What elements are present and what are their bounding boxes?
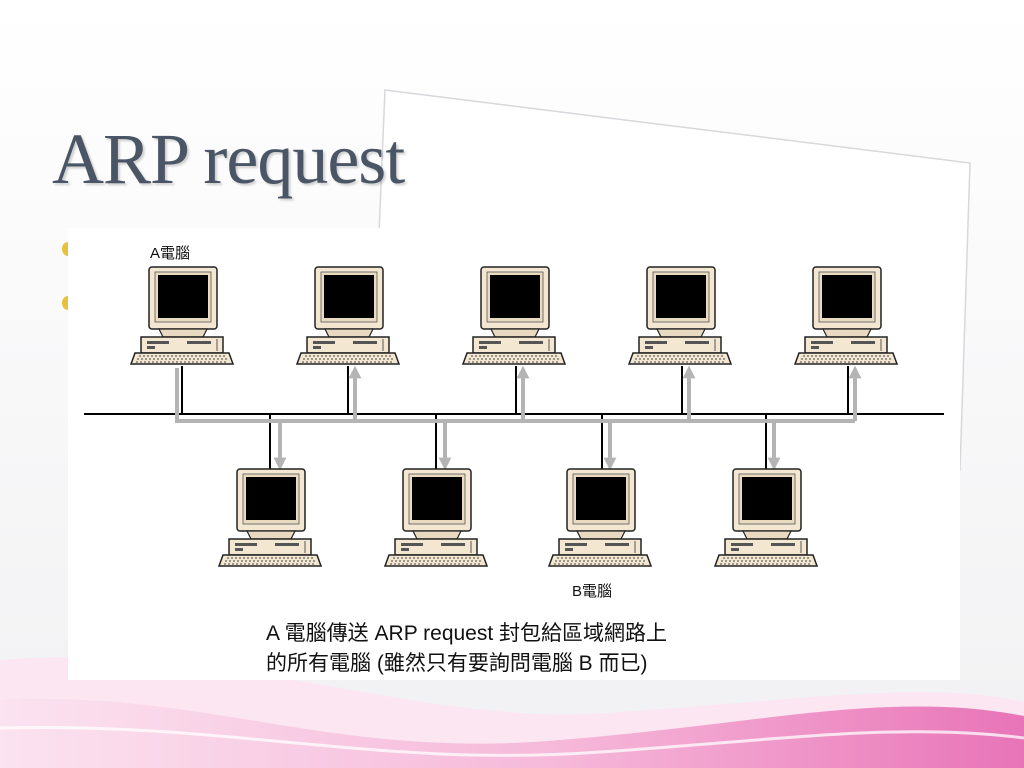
- computer-icon: [218, 468, 322, 567]
- computer-b-icon: [548, 468, 652, 567]
- computer-icon: [462, 266, 566, 365]
- diagram-caption-line-1: A 電腦傳送 ARP request 封包給區域網路上: [266, 622, 668, 645]
- computer-icon: [384, 468, 488, 567]
- drop-cables: [181, 366, 849, 470]
- arp-diagram: A電腦 B電腦 A 電腦傳送 ARP request 封包給區域網路上 的所有電…: [68, 228, 960, 680]
- computer-icon: [628, 266, 732, 365]
- slide-title: ARP request: [52, 119, 405, 199]
- network-diagram: [84, 266, 944, 567]
- computer-b-label: B電腦: [572, 583, 613, 600]
- pink-wave: [0, 699, 1024, 768]
- computer-icon: [714, 468, 818, 567]
- computer-icon: [794, 266, 898, 365]
- computer-a-label: A電腦: [150, 245, 191, 262]
- diagram-caption-line-2: 的所有電腦 (雖然只有要詢問電腦 B 而已): [266, 652, 648, 675]
- broadcast-arrows: [175, 365, 862, 471]
- computer-a-icon: [130, 266, 234, 365]
- computer-icon: [296, 266, 400, 365]
